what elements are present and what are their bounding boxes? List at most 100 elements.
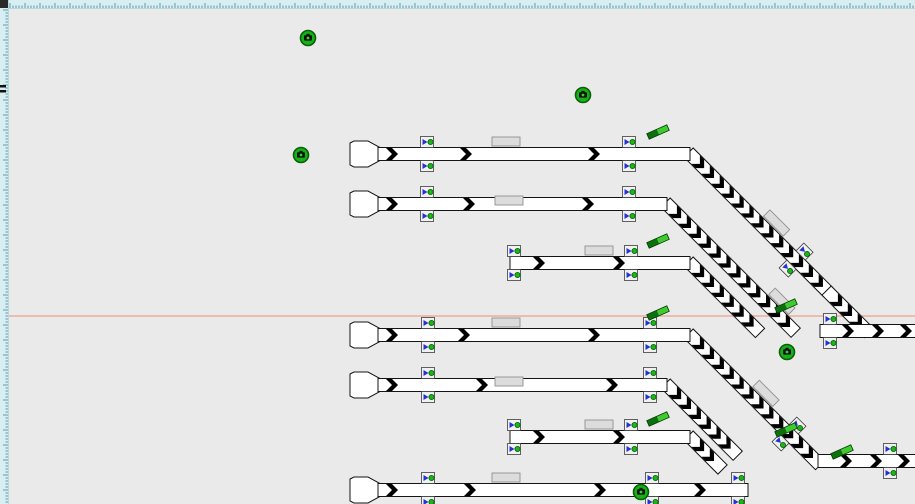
diagonal-conveyor[interactable]	[660, 191, 808, 338]
photo-eye-sensor[interactable]	[643, 341, 657, 353]
conveyor-line[interactable]	[507, 245, 691, 281]
photo-eye-sensor[interactable]	[643, 391, 657, 403]
diverter-indicator[interactable]	[646, 233, 670, 249]
flow-arrow-icon	[870, 455, 882, 467]
photo-eye-sensor[interactable]	[507, 419, 521, 431]
conveyor-line[interactable]	[349, 186, 668, 222]
transfer-plate[interactable]	[752, 379, 780, 408]
camera-lens-icon	[785, 350, 789, 354]
status-dot-icon	[629, 188, 636, 195]
camera-marker[interactable]	[292, 146, 310, 164]
diverter-indicator[interactable]	[646, 411, 670, 427]
sensor-flag-icon	[647, 499, 653, 504]
transfer-plate[interactable]	[584, 419, 614, 430]
flow-arrow-icon	[678, 215, 692, 229]
photo-eye-sensor[interactable]	[421, 496, 435, 504]
diverter-icon	[830, 449, 844, 460]
flow-arrow-icon	[386, 198, 398, 210]
transfer-plate[interactable]	[491, 136, 521, 147]
photo-eye-sensor[interactable]	[421, 341, 435, 353]
conveyor-belt-segment[interactable]	[509, 256, 691, 270]
status-dot-icon	[514, 271, 521, 278]
photo-eye-sensor[interactable]	[507, 245, 521, 257]
photo-eye-sensor[interactable]	[421, 367, 435, 379]
photo-eye-sensor[interactable]	[420, 160, 434, 172]
sensor-flag-icon	[423, 475, 429, 481]
transfer-plate[interactable]	[494, 195, 524, 206]
transfer-plate[interactable]	[491, 472, 521, 483]
conveyor-belt-segment[interactable]	[819, 324, 915, 338]
diverter-indicator[interactable]	[646, 124, 670, 140]
diverter-indicator[interactable]	[830, 444, 854, 460]
photo-eye-sensor[interactable]	[420, 186, 434, 198]
flow-arrow-icon	[711, 175, 724, 188]
photo-eye-sensor[interactable]	[624, 419, 638, 431]
line-start-terminal[interactable]	[349, 476, 381, 504]
photo-eye-sensor[interactable]	[883, 443, 897, 455]
diverter-icon	[774, 303, 788, 314]
camera-marker[interactable]	[574, 86, 592, 104]
photo-eye-sensor[interactable]	[622, 160, 636, 172]
diagonal-conveyor[interactable]	[683, 256, 766, 339]
camera-marker[interactable]	[299, 29, 317, 47]
photo-eye-sensor[interactable]	[421, 391, 435, 403]
photo-eye-sensor[interactable]	[507, 443, 521, 455]
photo-eye-sensor[interactable]	[624, 245, 638, 257]
diverter-indicator[interactable]	[646, 305, 670, 321]
photo-eye-sensor[interactable]	[643, 317, 657, 329]
photo-eye-sensor[interactable]	[645, 472, 659, 484]
photo-eye-sensor[interactable]	[643, 367, 657, 379]
photo-eye-sensor[interactable]	[624, 269, 638, 281]
photo-eye-sensor[interactable]	[883, 467, 897, 479]
transfer-plate[interactable]	[584, 245, 614, 256]
diverter-indicator[interactable]	[774, 298, 798, 314]
photo-eye-sensor[interactable]	[420, 136, 434, 148]
status-dot-icon	[804, 251, 811, 258]
photo-eye-sensor[interactable]	[622, 186, 636, 198]
photo-eye-sensor[interactable]	[823, 313, 837, 325]
conveyor-belt-segment[interactable]	[377, 328, 691, 342]
photo-eye-sensor[interactable]	[731, 496, 745, 504]
photo-eye-sensor[interactable]	[622, 210, 636, 222]
photo-eye-sensor[interactable]	[731, 472, 745, 484]
conveyor-belt-segment[interactable]	[377, 483, 749, 497]
photo-eye-sensor[interactable]	[795, 242, 814, 261]
transfer-plate[interactable]	[494, 376, 524, 387]
photo-eye-sensor[interactable]	[421, 317, 435, 329]
conveyor-line[interactable]	[349, 472, 749, 504]
line-start-terminal[interactable]	[349, 371, 381, 399]
transfer-plate[interactable]	[491, 317, 521, 328]
camera-marker[interactable]	[778, 343, 796, 361]
conveyor-line[interactable]	[349, 367, 668, 403]
photo-eye-sensor[interactable]	[420, 210, 434, 222]
photo-eye-sensor[interactable]	[823, 337, 837, 349]
conveyor-line[interactable]	[507, 419, 691, 455]
photo-eye-sensor[interactable]	[624, 443, 638, 455]
photo-eye-sensor[interactable]	[771, 433, 790, 452]
conveyor-belt-segment[interactable]	[817, 454, 915, 468]
line-start-terminal[interactable]	[349, 321, 381, 349]
photo-eye-sensor[interactable]	[622, 136, 636, 148]
photo-eye-sensor[interactable]	[645, 496, 659, 504]
sensor-flag-icon	[509, 422, 515, 428]
camera-marker[interactable]	[632, 483, 650, 501]
conveyor-line[interactable]	[817, 443, 915, 479]
conveyor-belt-segment[interactable]	[509, 430, 691, 444]
diverter-outline	[830, 444, 854, 460]
conveyor-belt-segment[interactable]	[377, 147, 691, 161]
photo-eye-sensor[interactable]	[778, 259, 797, 278]
diagonal-conveyor[interactable]	[660, 378, 744, 462]
diverter-indicator[interactable]	[774, 422, 798, 438]
conveyor-line[interactable]	[349, 136, 691, 172]
status-dot-icon	[890, 469, 897, 476]
photo-eye-sensor[interactable]	[421, 472, 435, 484]
conveyor-line[interactable]	[349, 317, 691, 353]
diagonal-conveyor[interactable]	[683, 430, 728, 475]
photo-eye-sensor[interactable]	[507, 269, 521, 281]
line-start-terminal[interactable]	[349, 140, 381, 168]
diverter-icon	[646, 238, 660, 249]
transfer-plate[interactable]	[762, 209, 791, 237]
line-start-terminal[interactable]	[349, 190, 381, 218]
conveyor-line[interactable]	[819, 313, 915, 349]
